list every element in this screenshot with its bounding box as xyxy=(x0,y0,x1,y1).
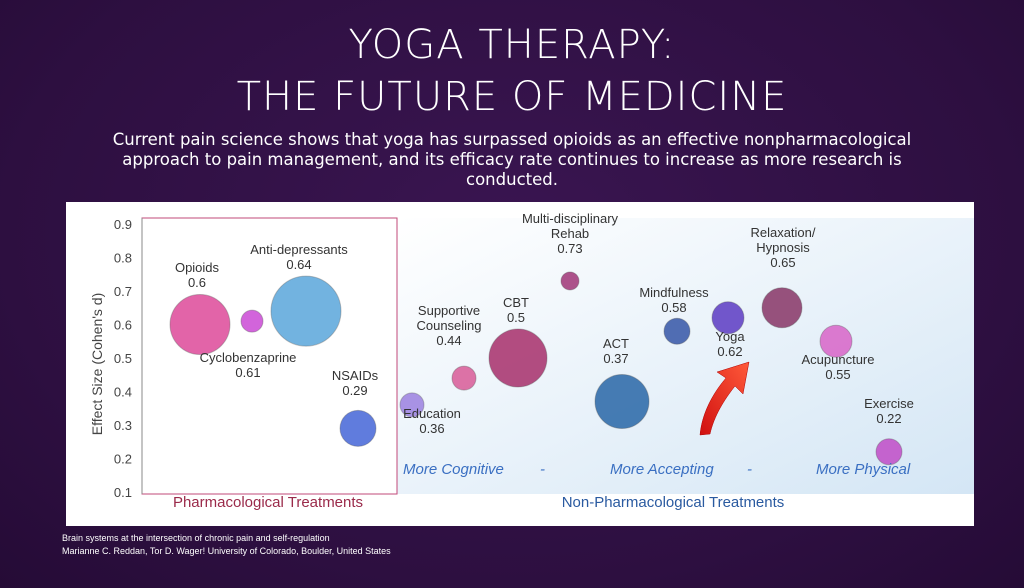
bubble-opioids xyxy=(169,294,231,355)
name-label-cbt: CBT xyxy=(503,295,529,310)
bubble-multi-disciplinary-rehab xyxy=(560,271,580,291)
citation: Brain systems at the intersection of chr… xyxy=(62,532,391,558)
subtitle-line3: conducted. xyxy=(466,170,558,189)
value-label-anti-depressants: 0.64 xyxy=(286,257,311,272)
category-separator-1: - xyxy=(540,461,545,478)
y-tick-label: 0.1 xyxy=(114,485,132,500)
category-more-physical: More Physical xyxy=(816,461,911,478)
category-more-cognitive: More Cognitive xyxy=(403,461,504,478)
y-axis-label: Effect Size (Cohen's d) xyxy=(89,293,105,435)
bubble-acupuncture xyxy=(819,324,853,358)
value-label-cyclobenzaprine: 0.61 xyxy=(235,365,260,380)
name-label-opioids: Opioids xyxy=(175,260,220,275)
value-label-nsaids: 0.29 xyxy=(342,383,367,398)
y-tick-label: 0.9 xyxy=(114,217,132,232)
y-tick-label: 0.2 xyxy=(114,452,132,467)
y-tick-label: 0.6 xyxy=(114,318,132,333)
chart-svg: Effect Size (Cohen's d) 0.10.20.30.40.50… xyxy=(89,211,974,511)
value-label-relaxation-hypnosis: 0.65 xyxy=(770,255,795,270)
bubble-unlabeled xyxy=(240,309,264,333)
pharma-group-label: Pharmacological Treatments xyxy=(173,494,363,511)
bubble-anti-depressants xyxy=(270,275,342,347)
value-label-opioids: 0.6 xyxy=(188,275,206,290)
y-tick-label: 0.7 xyxy=(114,284,132,299)
category-separator-2: - xyxy=(747,461,752,478)
bubble-act xyxy=(594,374,650,430)
name-label-relaxation-hypnosis: Relaxation/ xyxy=(750,225,815,240)
name-label-anti-depressants: Anti-depressants xyxy=(250,242,348,257)
slide-title-line2: THE FUTURE OF MEDICINE xyxy=(236,74,788,120)
name-label-acupuncture: Acupuncture xyxy=(802,352,875,367)
bubble-relaxation-hypnosis xyxy=(761,287,803,329)
pharma-region xyxy=(141,217,398,495)
value-label-multi-disciplinary-rehab: 0.73 xyxy=(557,241,582,256)
value-label-exercise: 0.22 xyxy=(876,411,901,426)
y-tick-label: 0.8 xyxy=(114,251,132,266)
name-label-multi-disciplinary-rehab: Multi-disciplinary xyxy=(522,211,619,226)
nonpharma-group-label: Non-Pharmacological Treatments xyxy=(562,494,785,511)
y-tick-label: 0.5 xyxy=(114,351,132,366)
citation-line1: Brain systems at the intersection of chr… xyxy=(62,533,330,543)
name-label-yoga: Yoga xyxy=(715,329,745,344)
red-arrow-icon xyxy=(699,361,750,436)
name-label-supportive-counseling: Counseling xyxy=(416,318,481,333)
subtitle-line1: Current pain science shows that yoga has… xyxy=(112,130,912,149)
name-label-exercise: Exercise xyxy=(864,396,914,411)
slide-title-line1: YOGA THERAPY: xyxy=(348,22,676,68)
name-label-supportive-counseling: Supportive xyxy=(418,303,480,318)
bubble-education xyxy=(399,392,425,418)
value-label-mindfulness: 0.58 xyxy=(661,300,686,315)
name-label-education: Education xyxy=(403,406,461,421)
bubble-nsaids xyxy=(339,409,377,447)
value-label-yoga: 0.62 xyxy=(717,344,742,359)
name-label-multi-disciplinary-rehab: Rehab xyxy=(551,226,589,241)
bubble-yoga xyxy=(711,301,745,335)
slide-subtitle: Current pain science shows that yoga has… xyxy=(60,130,964,190)
y-tick-label: 0.3 xyxy=(114,418,132,433)
value-label-acupuncture: 0.55 xyxy=(825,367,850,382)
bubble-cbt xyxy=(488,328,548,388)
value-label-supportive-counseling: 0.44 xyxy=(436,333,461,348)
bubble-exercise xyxy=(875,438,903,466)
citation-line2: Marianne C. Reddan, Tor D. Wager! Univer… xyxy=(62,546,391,556)
y-tick-label: 0.4 xyxy=(114,385,132,400)
name-label-mindfulness: Mindfulness xyxy=(639,285,709,300)
name-label-relaxation-hypnosis: Hypnosis xyxy=(756,240,810,255)
bubble-mindfulness xyxy=(663,317,691,345)
y-ticks: 0.1 0.2 0.3 0.4 0.5 0.6 0.7 0.8 0.9 xyxy=(114,217,132,500)
name-label-act: ACT xyxy=(603,336,629,351)
name-label-nsaids: NSAIDs xyxy=(332,368,379,383)
bubble-supportive-counseling xyxy=(451,365,477,391)
value-label-education: 0.36 xyxy=(419,421,444,436)
value-label-cbt: 0.5 xyxy=(507,310,525,325)
subtitle-line2: approach to pain management, and its eff… xyxy=(122,150,902,169)
category-more-accepting: More Accepting xyxy=(610,461,714,478)
value-label-act: 0.37 xyxy=(603,351,628,366)
name-label-cyclobenzaprine: Cyclobenzaprine xyxy=(200,350,297,365)
